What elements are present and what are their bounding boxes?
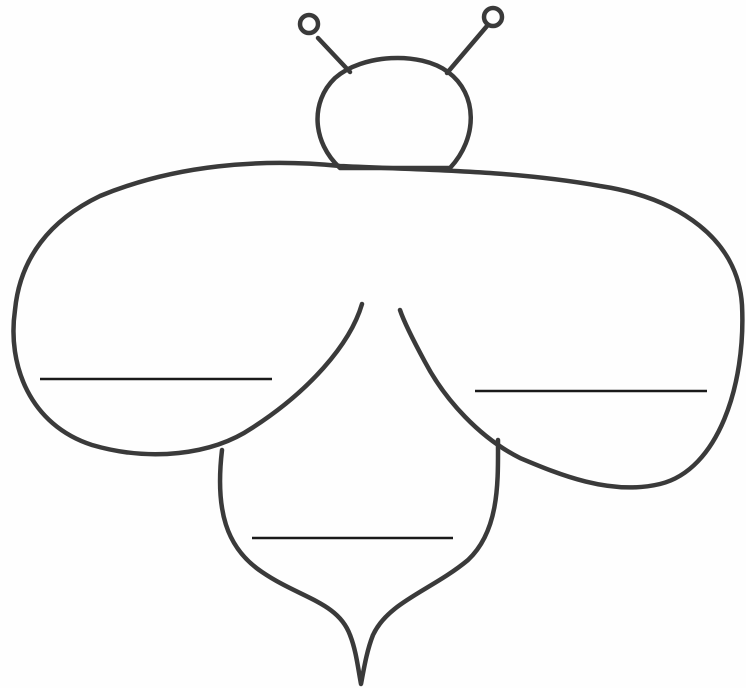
left-antenna xyxy=(318,38,350,72)
left-antenna-tip xyxy=(300,15,318,33)
bee-wings xyxy=(13,163,742,487)
right-antenna-tip xyxy=(484,8,502,26)
bee-head xyxy=(318,58,471,168)
bee-body xyxy=(220,440,498,684)
right-antenna xyxy=(447,26,487,73)
